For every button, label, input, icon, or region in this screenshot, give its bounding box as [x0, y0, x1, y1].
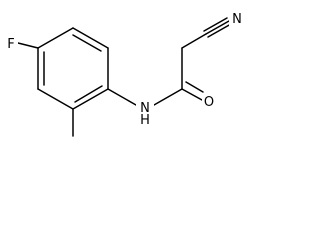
- ring-bond-c2-c3: [37, 27, 74, 49]
- amide-nitrogen-label: N: [140, 101, 150, 116]
- amide-nitrogen-label-mask: [136, 99, 154, 127]
- methylene-nitrile-bond: [181, 33, 207, 49]
- nitrile-triple-bond-line-1: [205, 20, 230, 35]
- nitrile-nitrogen-label-mask: [229, 10, 245, 26]
- fluorine-label: F: [7, 37, 14, 52]
- nitrile-nitrogen-label: N: [232, 12, 242, 27]
- nitrogen-carbonyl-bond: [153, 88, 183, 106]
- ring-inner-double-bond-top: [72, 34, 102, 52]
- carbonyl-oxygen-label: O: [204, 95, 214, 110]
- fluorine-label-mask: [4, 35, 18, 51]
- aryl-nitrogen-bond: [107, 88, 137, 106]
- carbonyl-bond-secondary: [185, 81, 204, 93]
- fluorine-bond: [17, 42, 39, 49]
- nitrile-triple-bond-line-2: [203, 17, 228, 32]
- oxygen-label-mask: [202, 93, 217, 109]
- ring-inner-double-bond-bottom: [74, 85, 103, 103]
- nitrile-triple-bond-line-3: [207, 23, 232, 38]
- amide-hydrogen-label: H: [140, 113, 150, 128]
- chemical-structure: F N H O N: [4, 10, 245, 137]
- carbonyl-bond-primary: [181, 88, 203, 101]
- ring-bond-c4-c5: [37, 88, 74, 110]
- ring-bond-c5-c6: [72, 88, 109, 110]
- ring-bond-c1-c2: [72, 27, 109, 49]
